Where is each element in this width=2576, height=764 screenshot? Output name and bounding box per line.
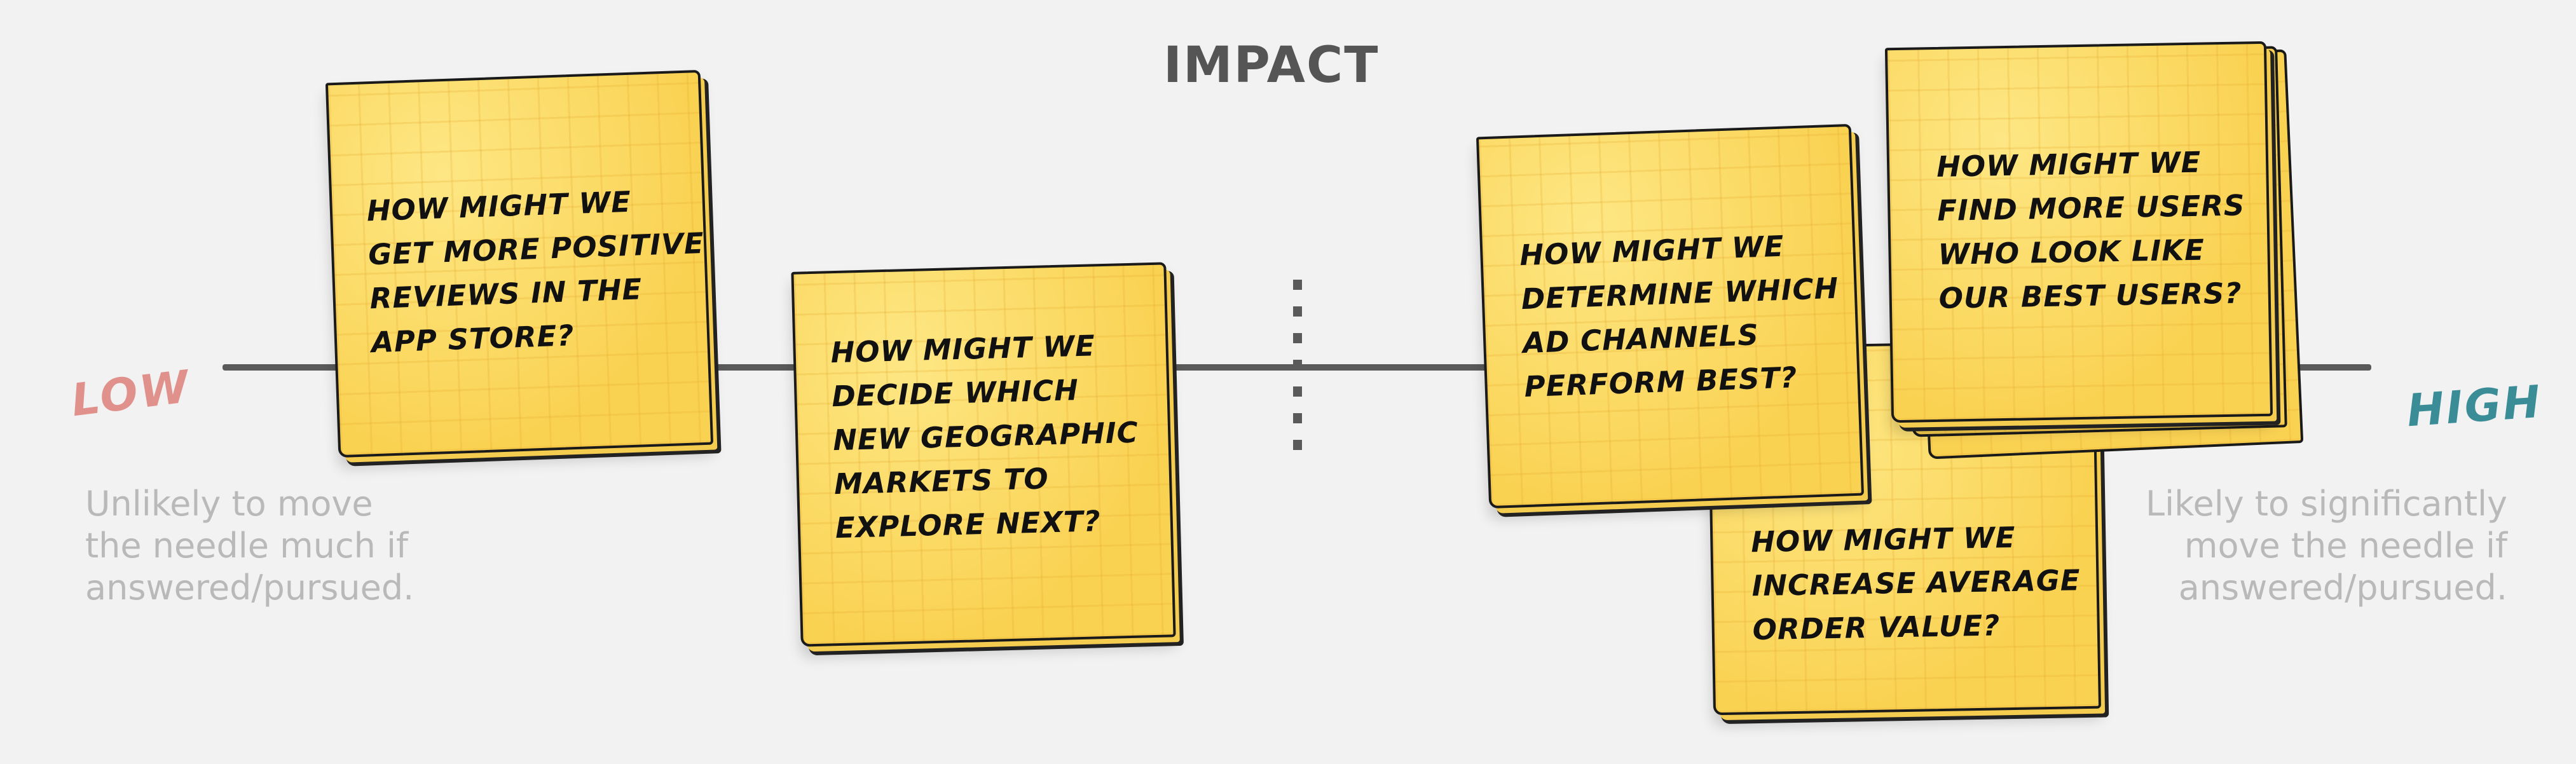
note-line: order value? [1752, 608, 2001, 647]
sticky-note-lookalike-users[interactable]: How might we find more users who look li… [1884, 41, 2273, 423]
note-line: our best users? [1938, 276, 2242, 315]
sticky-note-text: How might we get more positive reviews i… [332, 177, 708, 365]
high-label: HIGH [2405, 375, 2544, 437]
sticky-note-app-store-reviews[interactable]: How might we get more positive reviews i… [325, 69, 714, 458]
sticky-note-text: How might we increase average order valu… [1713, 514, 2098, 652]
sticky-note-text: How might we determine which ad channels… [1482, 222, 1858, 410]
low-description-line: answered/pursued. [85, 568, 414, 608]
sticky-note-text: How might we decide which new geographic… [795, 322, 1171, 550]
note-line: who look like [1938, 233, 2205, 271]
high-description: Likely to significantly move the needle … [2146, 483, 2507, 609]
note-line: new geographic [832, 415, 1139, 458]
sticky-note-ad-channels[interactable]: How might we determine which ad channels… [1476, 123, 1865, 509]
sticky-note-text: How might we find more users who look li… [1889, 139, 2269, 321]
high-description-line: Likely to significantly [2146, 484, 2507, 524]
low-description-line: the needle much if [85, 526, 409, 566]
axis-midpoint-divider [1293, 280, 1302, 458]
low-description-line: Unlikely to move [85, 484, 373, 524]
high-description-line: answered/pursued. [2178, 568, 2507, 608]
note-line: increase average [1751, 563, 2081, 603]
low-label: LOW [68, 360, 194, 427]
note-line: explore next? [835, 504, 1102, 545]
diagram-title: IMPACT [1163, 37, 1380, 94]
sticky-note-geographic-markets[interactable]: How might we decide which new geographic… [791, 262, 1176, 647]
low-description: Unlikely to move the needle much if answ… [85, 483, 414, 609]
note-line: How might we [1936, 145, 2202, 184]
note-line: How might we [1750, 520, 2016, 559]
note-line: find more users [1936, 188, 2245, 228]
high-description-line: move the needle if [2184, 526, 2507, 566]
